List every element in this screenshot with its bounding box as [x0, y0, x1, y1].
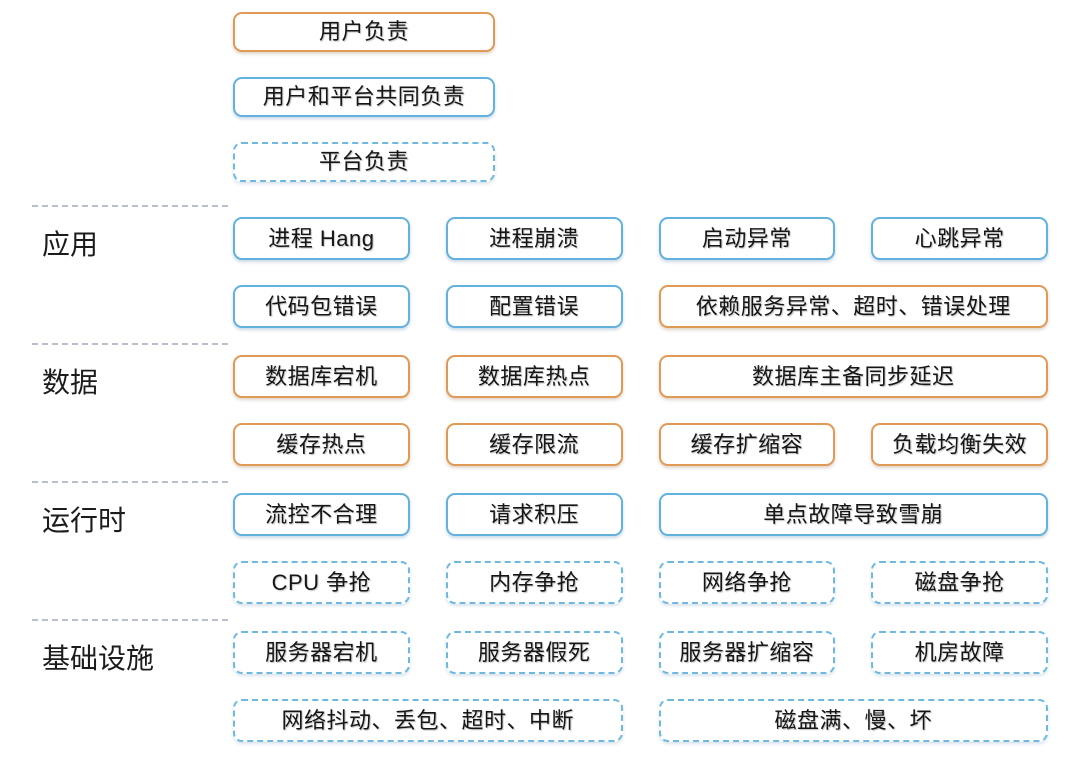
fault-cell-label: 内存争抢	[489, 569, 580, 595]
fault-cell[interactable]: 数据库宕机	[233, 355, 410, 398]
legend-item-platform-responsibility[interactable]: 平台负责	[233, 142, 495, 182]
fault-cell[interactable]: 网络争抢	[658, 561, 836, 604]
fault-cell[interactable]: 缓存热点	[233, 423, 410, 466]
fault-cell[interactable]: 进程 Hang	[233, 217, 410, 260]
fault-cell[interactable]: 网络抖动、丢包、超时、中断	[233, 699, 623, 742]
fault-cell-label: 心跳异常	[914, 225, 1005, 251]
fault-cell[interactable]: 服务器假死	[445, 631, 623, 674]
tier-divider	[32, 481, 228, 483]
fault-cell-label: 依赖服务异常、超时、错误处理	[695, 293, 1011, 319]
fault-cell-label: 负载均衡失效	[892, 431, 1028, 457]
fault-cell-label: 磁盘满、慢、坏	[774, 707, 932, 733]
fault-cell-label: 服务器扩缩容	[679, 639, 815, 665]
fault-cell[interactable]: 服务器宕机	[233, 631, 410, 674]
tier-cells: 流控不合理 请求积压 单点故障导致雪崩 CPU 争抢 内存争抢 网络争抢	[233, 493, 1048, 629]
fault-cell-label: 缓存热点	[276, 431, 367, 457]
legend-item-label: 用户负责	[318, 19, 409, 44]
tier-application: 应用 进程 Hang 进程崩溃 启动异常 心跳异常 代码包错误	[0, 205, 1080, 343]
legend-item-user-responsibility[interactable]: 用户负责	[233, 12, 495, 52]
fault-cell-label: CPU 争抢	[271, 569, 372, 595]
fault-cell-label: 进程 Hang	[268, 225, 375, 251]
fault-cell-label: 机房故障	[914, 639, 1005, 665]
fault-cell[interactable]: 内存争抢	[445, 561, 623, 604]
fault-cell-label: 网络争抢	[701, 569, 792, 595]
fault-cell[interactable]: 缓存扩缩容	[658, 423, 836, 466]
fault-cell[interactable]: 进程崩溃	[445, 217, 623, 260]
fault-cell[interactable]: 负载均衡失效	[871, 423, 1048, 466]
tier-infrastructure: 基础设施 服务器宕机 服务器假死 服务器扩缩容 机房故障 网络抖动、丢包、超时、…	[0, 619, 1080, 757]
tier-divider	[32, 343, 228, 345]
fault-cell-label: 启动异常	[701, 225, 792, 251]
fault-cell[interactable]: 配置错误	[445, 285, 623, 328]
cell-row: CPU 争抢 内存争抢 网络争抢 磁盘争抢	[233, 561, 1048, 604]
fault-cell-label: 缓存限流	[489, 431, 580, 457]
legend: 用户负责 用户和平台共同负责 平台负责	[233, 12, 495, 207]
tier-label: 应用	[42, 229, 99, 260]
fault-cell[interactable]: 机房故障	[871, 631, 1048, 674]
fault-cell[interactable]: 单点故障导致雪崩	[658, 493, 1048, 536]
fault-cell[interactable]: 心跳异常	[871, 217, 1048, 260]
fault-cell-label: 服务器假死	[477, 639, 591, 665]
fault-cell[interactable]: 启动异常	[658, 217, 836, 260]
fault-cell-label: 磁盘争抢	[914, 569, 1005, 595]
tier-runtime: 运行时 流控不合理 请求积压 单点故障导致雪崩 CPU 争抢 内存争抢	[0, 481, 1080, 619]
fault-cell-label: 网络抖动、丢包、超时、中断	[281, 707, 574, 733]
fault-cell[interactable]: 依赖服务异常、超时、错误处理	[658, 285, 1048, 328]
tier-grid: 应用 进程 Hang 进程崩溃 启动异常 心跳异常 代码包错误	[0, 205, 1080, 757]
cell-row: 服务器宕机 服务器假死 服务器扩缩容 机房故障	[233, 631, 1048, 674]
fault-cell[interactable]: 缓存限流	[445, 423, 623, 466]
legend-item-label: 平台负责	[318, 149, 409, 174]
fault-cell-label: 数据库主备同步延迟	[752, 363, 955, 389]
tier-cells: 数据库宕机 数据库热点 数据库主备同步延迟 缓存热点 缓存限流 缓存扩缩容	[233, 355, 1048, 491]
tier-label: 基础设施	[42, 643, 155, 674]
fault-cell[interactable]: 磁盘争抢	[871, 561, 1048, 604]
tier-label: 运行时	[42, 505, 127, 536]
fault-cell[interactable]: CPU 争抢	[233, 561, 410, 604]
fault-cell-label: 服务器宕机	[265, 639, 378, 665]
cell-row: 流控不合理 请求积压 单点故障导致雪崩	[233, 493, 1048, 536]
fault-cell-label: 数据库热点	[477, 363, 591, 389]
fault-cell-label: 进程崩溃	[489, 225, 580, 251]
fault-cell[interactable]: 请求积压	[445, 493, 623, 536]
fault-cell[interactable]: 代码包错误	[233, 285, 410, 328]
cell-row: 代码包错误 配置错误 依赖服务异常、超时、错误处理	[233, 285, 1048, 328]
tier-cells: 进程 Hang 进程崩溃 启动异常 心跳异常 代码包错误 配置错误	[233, 217, 1048, 353]
cell-row: 数据库宕机 数据库热点 数据库主备同步延迟	[233, 355, 1048, 398]
legend-item-label: 用户和平台共同负责	[262, 84, 466, 109]
cell-row: 网络抖动、丢包、超时、中断 磁盘满、慢、坏	[233, 699, 1048, 742]
fault-cell-label: 流控不合理	[265, 501, 378, 527]
fault-cell[interactable]: 数据库主备同步延迟	[658, 355, 1048, 398]
tier-divider	[32, 205, 228, 207]
tier-cells: 服务器宕机 服务器假死 服务器扩缩容 机房故障 网络抖动、丢包、超时、中断 磁盘…	[233, 631, 1048, 767]
fault-cell[interactable]: 数据库热点	[445, 355, 623, 398]
tier-data: 数据 数据库宕机 数据库热点 数据库主备同步延迟 缓存热点 缓存限流	[0, 343, 1080, 481]
legend-item-shared-responsibility[interactable]: 用户和平台共同负责	[233, 77, 495, 117]
tier-divider	[32, 619, 228, 621]
tier-label: 数据	[42, 367, 99, 398]
cell-row: 缓存热点 缓存限流 缓存扩缩容 负载均衡失效	[233, 423, 1048, 466]
fault-cell-label: 缓存扩缩容	[690, 431, 804, 457]
cell-row: 进程 Hang 进程崩溃 启动异常 心跳异常	[233, 217, 1048, 260]
fault-cell-label: 请求积压	[489, 501, 580, 527]
fault-cell[interactable]: 流控不合理	[233, 493, 410, 536]
fault-cell-label: 单点故障导致雪崩	[763, 501, 944, 527]
fault-cell-label: 代码包错误	[265, 293, 378, 319]
fault-cell[interactable]: 磁盘满、慢、坏	[658, 699, 1048, 742]
fault-cell-label: 数据库宕机	[265, 363, 378, 389]
fault-cell-label: 配置错误	[489, 293, 580, 319]
fault-cell[interactable]: 服务器扩缩容	[658, 631, 836, 674]
